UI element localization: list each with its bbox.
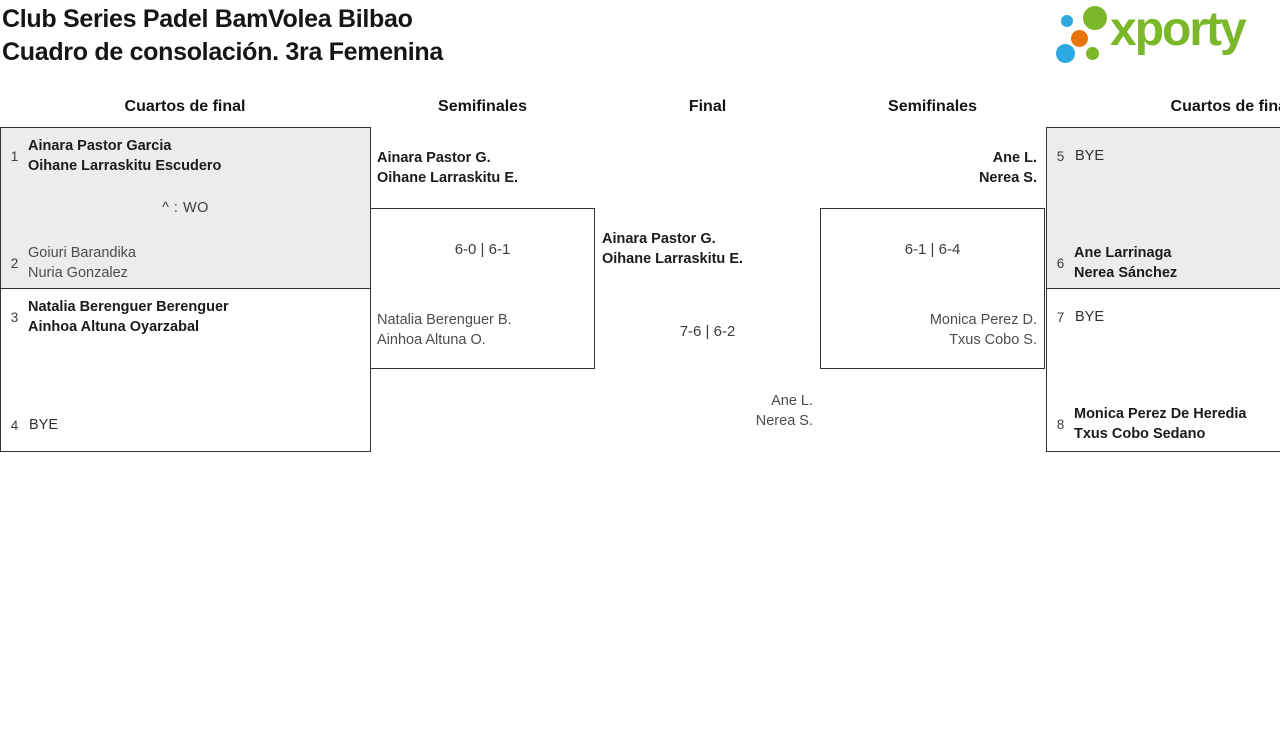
player-name: Oihane Larraskitu E. — [602, 250, 744, 267]
logo-dot-icon — [1083, 6, 1107, 30]
player-name: Ainhoa Altuna Oyarzabal — [28, 318, 200, 335]
player-name: Nuria Gonzalez — [28, 264, 128, 281]
seed-number: 5 — [1056, 149, 1065, 164]
player-name: Ane L. — [771, 393, 813, 409]
quarterfinals-right-box: 5 BYE 6 Ane Larrinaga Nerea Sánchez 7 BY… — [1046, 127, 1280, 452]
player-name: Ane Larrinaga — [1074, 245, 1172, 261]
bye-label: BYE — [29, 417, 59, 433]
player-name: Oihane Larraskitu Escudero — [28, 157, 222, 174]
round-label-final: Final — [688, 98, 727, 115]
player-name: Nerea S. — [978, 169, 1037, 186]
logo-dot-icon — [1086, 47, 1099, 60]
player-name: Ainara Pastor G. — [377, 150, 491, 166]
semifinal-right-box[interactable] — [820, 208, 1045, 369]
semifinal-right-score: 6-1 | 6-4 — [904, 241, 961, 258]
match-qf-1[interactable]: 1 Ainara Pastor Garcia Oihane Larraskitu… — [1, 128, 370, 289]
team-names: Ainara Pastor Garcia Oihane Larraskitu E… — [28, 137, 221, 176]
match-qf-3[interactable]: 5 BYE 6 Ane Larrinaga Nerea Sánchez — [1047, 128, 1280, 289]
semifinal-left-box[interactable] — [370, 208, 595, 369]
logo-dot-icon — [1061, 15, 1073, 27]
semifinal-left-loser: Natalia Berenguer B. Ainhoa Altuna O. — [377, 311, 512, 350]
semifinal-right-winner: Ane L. Nerea S. — [979, 149, 1037, 188]
quarterfinals-left-box: 1 Ainara Pastor Garcia Oihane Larraskitu… — [0, 127, 371, 452]
bye-label: BYE — [1075, 148, 1105, 164]
team-names: Ane Larrinaga Nerea Sánchez — [1074, 244, 1177, 283]
seed-number: 4 — [10, 418, 19, 433]
player-name: Oihane Larraskitu E. — [377, 169, 519, 186]
seed-number: 2 — [10, 256, 19, 271]
player-name: Txus Cobo S. — [949, 331, 1037, 348]
player-name: Txus Cobo Sedano — [1074, 425, 1206, 442]
semifinal-right-loser: Monica Perez D. Txus Cobo S. — [930, 311, 1037, 350]
seed-number: 8 — [1056, 417, 1065, 432]
round-label-semifinals-left: Semifinales — [438, 98, 527, 115]
logo-dot-icon — [1056, 44, 1075, 63]
round-label-quarterfinals-right: Cuartos de final — [1170, 98, 1280, 115]
seed-number: 6 — [1056, 256, 1065, 271]
player-name: Monica Perez D. — [929, 312, 1037, 328]
logo-dot-icon — [1071, 30, 1088, 47]
bye-label: BYE — [1075, 309, 1105, 325]
semifinal-left-winner: Ainara Pastor G. Oihane Larraskitu E. — [377, 149, 518, 188]
xporty-logo[interactable]: xporty — [1048, 0, 1280, 75]
seed-number: 1 — [10, 149, 19, 164]
walkover-note: ^ : WO — [162, 200, 209, 216]
team-names: Goiuri Barandika Nuria Gonzalez — [28, 244, 136, 283]
final-winner: Ainara Pastor G. Oihane Larraskitu E. — [602, 230, 743, 269]
xporty-logo-text: xporty — [1110, 3, 1247, 56]
player-name: Natalia Berenguer B. — [377, 312, 512, 328]
player-name: Nerea S. — [755, 412, 813, 429]
page-title: Club Series Padel BamVolea Bilbao Cuadro… — [2, 3, 443, 69]
draw-name: Cuadro de consolación. 3ra Femenina — [2, 38, 444, 66]
team-names: Monica Perez De Heredia Txus Cobo Sedano — [1074, 405, 1246, 444]
semifinal-left-score: 6-0 | 6-1 — [454, 241, 511, 258]
round-label-semifinals-right: Semifinales — [888, 98, 977, 115]
player-name: Monica Perez De Heredia — [1074, 406, 1247, 422]
player-name: Natalia Berenguer Berenguer — [28, 299, 229, 315]
player-name: Ainara Pastor G. — [602, 231, 716, 247]
round-label-quarterfinals-left: Cuartos de final — [124, 98, 246, 115]
final-loser: Ane L. Nerea S. — [756, 392, 813, 431]
match-qf-4[interactable]: 7 BYE 8 Monica Perez De Heredia Txus Cob… — [1047, 289, 1280, 449]
player-name: Ainara Pastor Garcia — [28, 138, 172, 154]
player-name: Ainhoa Altuna O. — [377, 331, 486, 348]
seed-number: 7 — [1056, 310, 1065, 325]
player-name: Ane L. — [992, 150, 1037, 166]
player-name: Nerea Sánchez — [1074, 264, 1178, 281]
match-qf-2[interactable]: 3 Natalia Berenguer Berenguer Ainhoa Alt… — [1, 289, 370, 449]
final-score: 7-6 | 6-2 — [679, 323, 736, 340]
seed-number: 3 — [10, 310, 19, 325]
team-names: Natalia Berenguer Berenguer Ainhoa Altun… — [28, 298, 229, 337]
player-name: Goiuri Barandika — [28, 245, 136, 261]
tournament-name: Club Series Padel BamVolea Bilbao — [2, 5, 413, 33]
